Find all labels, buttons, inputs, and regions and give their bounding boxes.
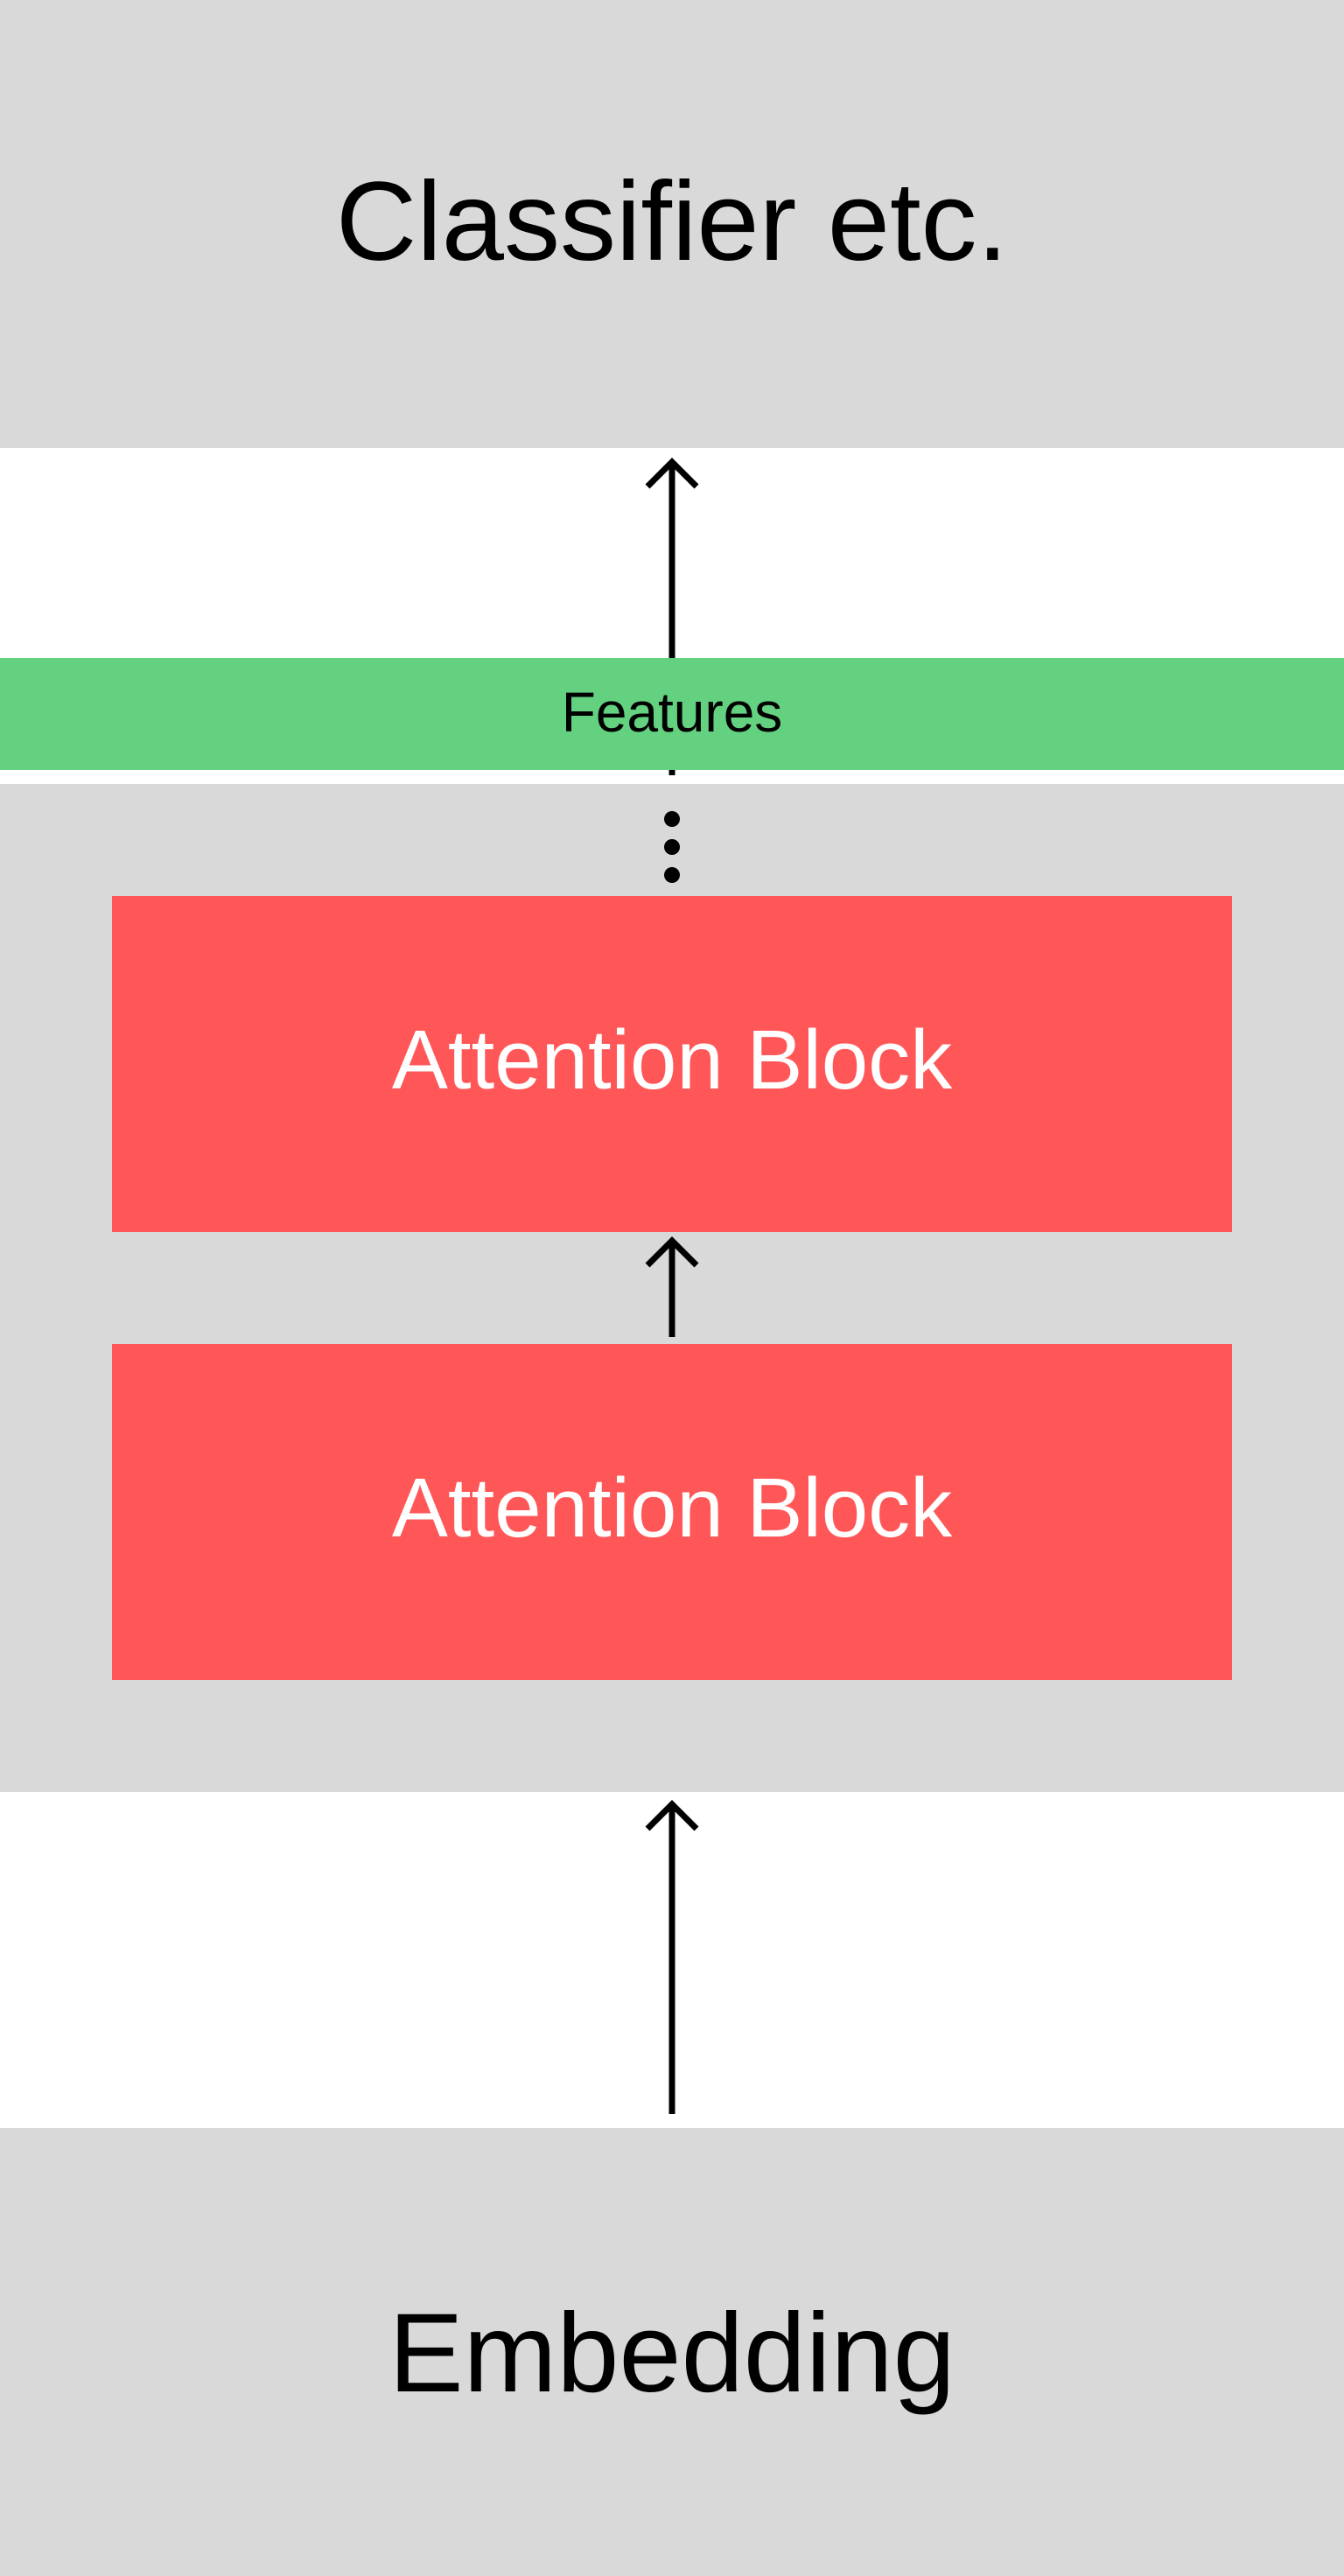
embedding-label: Embedding	[388, 2291, 956, 2416]
attention-block-upper: Attention Block	[112, 896, 1232, 1232]
embedding-panel	[0, 2128, 1344, 2576]
classifier-panel	[0, 0, 1344, 448]
features-band	[0, 658, 1344, 770]
attention-block-upper-label: Attention Block	[391, 1013, 953, 1107]
attention-block-lower-label: Attention Block	[391, 1461, 953, 1555]
arrow-features-to-classifier	[645, 458, 699, 658]
features-label: Features	[561, 681, 783, 744]
attention-block-lower: Attention Block	[112, 1344, 1232, 1680]
classifier-label: Classifier etc.	[335, 159, 1009, 284]
arrow-embedding-to-encoder	[645, 1800, 699, 2114]
